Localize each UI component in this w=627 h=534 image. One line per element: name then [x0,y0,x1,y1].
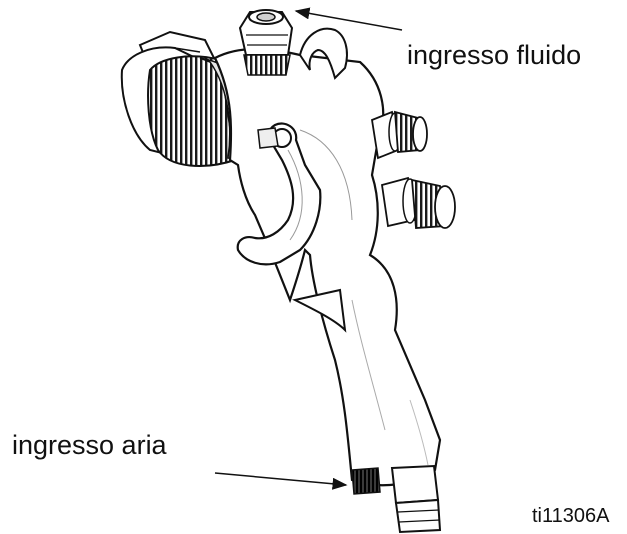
fluid-inlet-leader [296,11,402,30]
figure-reference-id: ti11306A [532,505,609,528]
pattern-adjustment-knob [382,178,455,228]
air-inlet-label: ingresso aria [12,430,167,461]
air-inlet-leader [215,473,346,485]
air-inlet-fitting [352,466,440,532]
grip-tab [295,290,345,330]
fluid-inlet-label: ingresso fluido [407,40,581,71]
fluid-adjustment-knob [372,112,427,158]
fluid-inlet-fitting [240,10,292,75]
